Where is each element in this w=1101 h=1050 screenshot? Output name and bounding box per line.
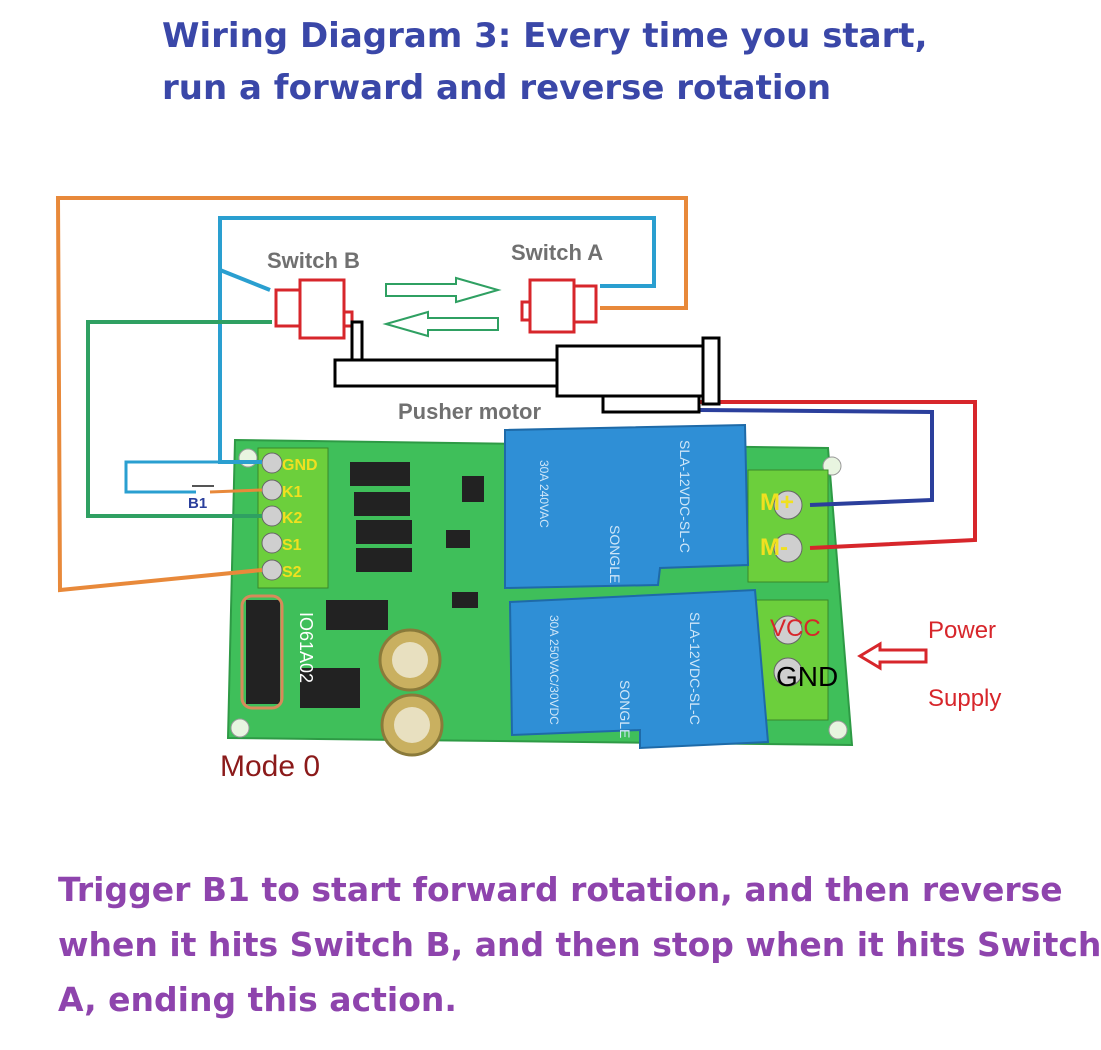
relay-2-rating: 30A 250VAC/30VDC [547, 615, 561, 725]
wire-blue-switch-b [219, 268, 271, 292]
terminal-s1: S1 [282, 537, 302, 554]
terminal-vcc: VCC [770, 615, 821, 642]
terminal-gnd-power: GND [776, 661, 838, 692]
switch-a-label: Switch A [511, 240, 603, 265]
relay-1-rating: 30A 240VAC [537, 460, 551, 528]
arrow-right [385, 276, 502, 304]
diagram-caption: Trigger B1 to start forward rotation, an… [58, 862, 1101, 1027]
wiring-diagram: IO61A02 30A 240VAC SLA-12VDC-SL-C SONGLE… [55, 196, 1001, 783]
switch-b [274, 278, 354, 340]
terminal-m-minus: M- [760, 534, 788, 561]
relay-2-model: SLA-12VDC-SL-C [687, 612, 703, 725]
terminal-gnd: GND [282, 457, 318, 474]
relay-2-brand: SONGLE [617, 680, 633, 738]
board-model: IO61A02 [296, 612, 316, 683]
caption-line-2: when it hits Switch B, and then stop whe… [58, 925, 1101, 964]
switch-b-label: Switch B [267, 248, 360, 273]
relay-2: 30A 250VAC/30VDC SLA-12VDC-SL-C SONGLE [508, 588, 770, 750]
terminal-k1: K1 [282, 484, 303, 501]
wire-orange-k1 [209, 488, 263, 494]
wire-navy-m-plus [699, 408, 934, 507]
wire-green-s1 [86, 320, 272, 518]
supply-label: Supply [928, 685, 1001, 712]
wire-blue-b1 [124, 460, 262, 494]
terminal-s2: S2 [282, 564, 302, 581]
relay-1-brand: SONGLE [607, 525, 623, 583]
relay-1: 30A 240VAC SLA-12VDC-SL-C SONGLE [504, 423, 750, 590]
wire-orange-s2 [55, 196, 688, 593]
power-arrow [857, 641, 928, 671]
power-label: Power [928, 617, 996, 644]
b1-label: B1 [188, 495, 207, 512]
arrow-left [382, 310, 499, 338]
pusher-motor [333, 320, 721, 414]
caption-line-3: A, ending this action. [58, 980, 457, 1019]
pusher-motor-label: Pusher motor [398, 399, 541, 424]
relay-1-model: SLA-12VDC-SL-C [677, 440, 693, 553]
title-line-1: Wiring Diagram 3: Every time you start, [162, 16, 928, 56]
mode-label: Mode 0 [220, 750, 320, 783]
switch-a [520, 278, 598, 334]
terminal-k2: K2 [282, 510, 303, 527]
caption-line-1: Trigger B1 to start forward rotation, an… [58, 870, 1063, 909]
wire-red-m-minus [698, 400, 977, 550]
title-line-2: run a forward and reverse rotation [162, 68, 832, 108]
diagram-title: Wiring Diagram 3: Every time you start, … [162, 10, 1022, 114]
terminal-m-plus: M+ [760, 489, 794, 516]
